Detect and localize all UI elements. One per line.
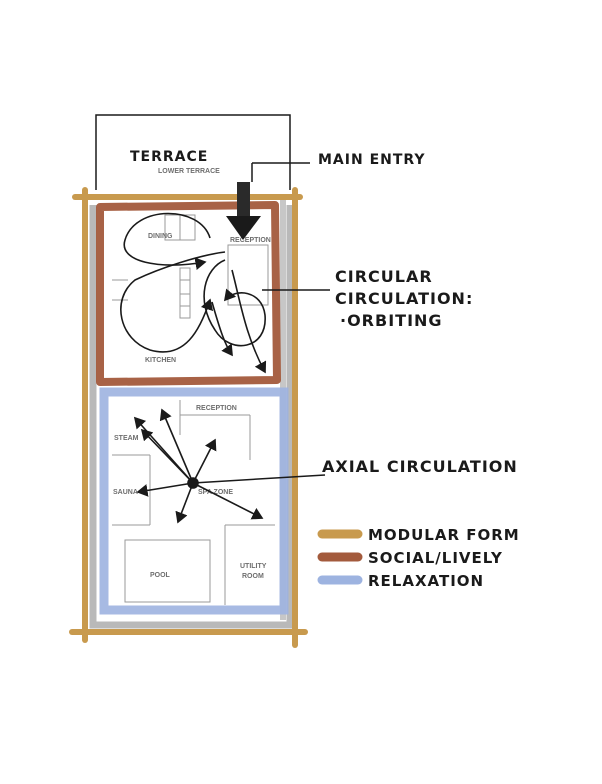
orbit-loop-kitchen xyxy=(121,252,225,352)
legend-label-modular: MODULAR FORM xyxy=(368,526,520,544)
dining-room-label: DINING xyxy=(148,233,173,240)
axial-ray-reception-right xyxy=(193,440,215,483)
axial-leader-line xyxy=(193,475,325,483)
circular-label-line3: ·ORBITING xyxy=(340,311,443,330)
axial-ray-reception-left xyxy=(162,410,193,483)
circular-label-line2: CIRCULATION: xyxy=(335,289,473,308)
circular-label-line1: CIRCULAR xyxy=(335,267,433,286)
sauna-room-label: SAUNA xyxy=(113,489,138,496)
axial-ray-pool xyxy=(178,483,193,522)
utility-room-label-1: UTILITY xyxy=(240,563,267,570)
orbit-loop-reception xyxy=(204,260,265,346)
steam-room-label: STEAM xyxy=(114,435,139,442)
pool-basin xyxy=(125,540,210,602)
orbit-exit-arrow xyxy=(232,270,265,372)
legend-label-social: SOCIAL/LIVELY xyxy=(368,549,503,567)
reception-lower-label: RECEPTION xyxy=(196,405,237,412)
terrace-block: TERRACE LOWER TERRACE xyxy=(96,115,290,190)
axial-ray-sauna xyxy=(138,483,193,492)
axial-hub-point xyxy=(188,478,198,488)
reception-room-label: RECEPTION xyxy=(230,237,271,244)
axial-label: AXIAL CIRCULATION xyxy=(322,457,518,476)
utility-room-label-2: ROOM xyxy=(242,573,264,580)
kitchen-room-label: KITCHEN xyxy=(145,357,176,364)
legend: MODULAR FORM SOCIAL/LIVELY RELAXATION xyxy=(322,526,520,590)
kitchen-counter xyxy=(180,268,190,318)
orbit-inner-arrow xyxy=(212,302,232,355)
entry-arrow-shaft xyxy=(237,182,250,218)
terrace-label: TERRACE xyxy=(130,149,208,165)
terrace-sublabel: LOWER TERRACE xyxy=(158,168,220,175)
pool-room-label: POOL xyxy=(150,572,171,579)
legend-label-relaxation: RELAXATION xyxy=(368,572,484,590)
main-entry-label: MAIN ENTRY xyxy=(318,152,426,168)
